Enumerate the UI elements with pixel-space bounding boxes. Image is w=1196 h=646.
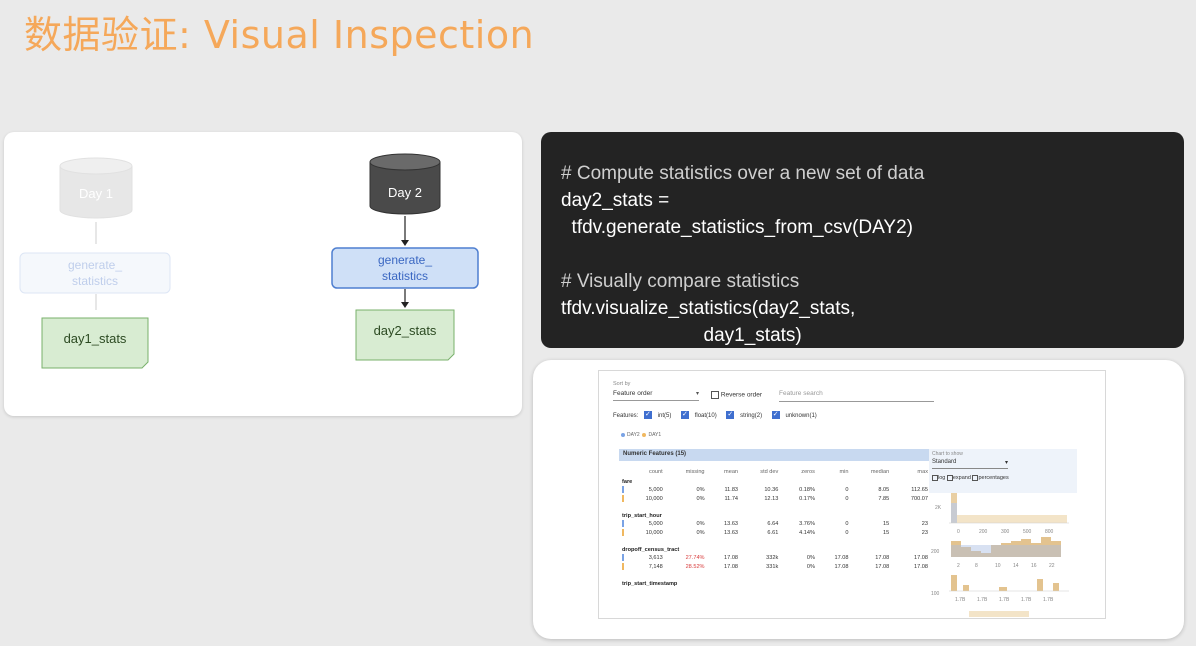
chevron-down-icon: ▾ <box>695 391 699 397</box>
day2-generate-statistics-box <box>331 247 479 289</box>
expand-checkbox[interactable]: expand <box>946 475 971 481</box>
filter-unknown[interactable]: unknown(1) <box>771 410 821 419</box>
trip-start-hour-histogram: 2 8 10 14 16 22 <box>951 537 1061 569</box>
slide-title: 数据验证: Visual Inspection <box>24 13 535 57</box>
sort-by-select[interactable]: Feature order ▾ <box>613 390 699 401</box>
svg-text:generate_: generate_ <box>68 258 122 272</box>
day1-generate-statistics-box <box>19 252 171 294</box>
svg-text:200: 200 <box>931 549 940 555</box>
day2-database-icon <box>369 162 441 215</box>
code-line-generate: tfdv.generate_statistics_from_csv(DAY2) <box>561 217 913 238</box>
feature-histograms: 2K 200 100 0 200 300 500 800 <box>931 493 1069 617</box>
reverse-order-checkbox[interactable]: Reverse order <box>711 391 762 399</box>
svg-text:1.7B: 1.7B <box>1043 597 1054 603</box>
dropoff-census-tract-histogram: 1.7B 1.7B 1.7B 1.7B 1.7B <box>949 575 1069 617</box>
day2-stats-output <box>355 309 455 361</box>
chart-options: log expand percentages <box>932 475 1009 481</box>
sort-by-label: Sort by <box>613 381 631 387</box>
code-line-visualize-arg: day1_stats) <box>561 325 802 346</box>
filter-float[interactable]: float(10) <box>681 410 721 419</box>
facets-screenshot-card: Sort by Feature order ▾ Reverse order Fe… <box>533 360 1184 639</box>
facets-overview: Sort by Feature order ▾ Reverse order Fe… <box>598 370 1106 619</box>
svg-text:16: 16 <box>1031 563 1037 569</box>
series-legend: DAY2 DAY1 <box>621 432 661 438</box>
svg-text:2K: 2K <box>935 505 942 511</box>
log-checkbox[interactable]: log <box>932 475 945 481</box>
filter-string[interactable]: string(2) <box>726 410 766 419</box>
code-line-visualize: tfdv.visualize_statistics(day2_stats, <box>561 298 856 319</box>
code-snippet: # Compute statistics over a new set of d… <box>541 132 1184 348</box>
feature-type-filters: Features: int(5) float(10) string(2) unk… <box>613 410 825 419</box>
code-comment-compare: # Visually compare statistics <box>561 271 800 292</box>
day1-database-icon <box>59 166 133 219</box>
day1-db-label: Day 1 <box>79 186 113 201</box>
chart-to-show-label: Chart to show <box>932 451 963 457</box>
feature-name: fare <box>622 479 633 485</box>
svg-text:8: 8 <box>975 563 978 569</box>
chart-to-show-select[interactable]: Standard▾ <box>932 459 1008 469</box>
svg-text:1.7B: 1.7B <box>999 597 1010 603</box>
svg-text:day1_stats: day1_stats <box>64 331 127 346</box>
day1-stats-output: day1_stats <box>41 317 149 369</box>
day2-db-label: Day 2 <box>388 185 422 200</box>
svg-text:1.7B: 1.7B <box>955 597 966 603</box>
svg-text:1.7B: 1.7B <box>977 597 988 603</box>
day2-pipeline: Day 2 generate_ statistics day2_stats <box>331 153 479 361</box>
svg-text:generate_: generate_ <box>378 253 432 267</box>
svg-text:2: 2 <box>957 563 960 569</box>
fare-histogram: 0 200 300 500 800 <box>949 493 1069 535</box>
feature-name: trip_start_timestamp <box>622 581 678 587</box>
svg-text:14: 14 <box>1013 563 1019 569</box>
svg-text:statistics: statistics <box>72 274 118 288</box>
feature-search-input[interactable]: Feature search <box>779 390 934 402</box>
code-comment-compute: # Compute statistics over a new set of d… <box>561 163 925 184</box>
svg-text:1.7B: 1.7B <box>1021 597 1032 603</box>
numeric-features-header: Numeric Features (15) <box>619 449 929 461</box>
feature-name: trip_start_hour <box>622 513 662 519</box>
svg-text:22: 22 <box>1049 563 1055 569</box>
feature-name: dropoff_census_tract <box>622 547 680 553</box>
svg-text:200: 200 <box>979 529 988 535</box>
svg-text:0: 0 <box>957 529 960 535</box>
svg-text:500: 500 <box>1023 529 1032 535</box>
percentages-checkbox[interactable]: percentages <box>972 475 1009 481</box>
svg-text:10: 10 <box>995 563 1001 569</box>
svg-text:day2_stats: day2_stats <box>374 323 437 338</box>
day1-pipeline: Day 1 generate_ statistics <box>19 157 171 310</box>
svg-text:100: 100 <box>931 591 940 597</box>
code-line-assign: day2_stats = <box>561 190 670 211</box>
filter-int[interactable]: int(5) <box>644 410 675 419</box>
pipeline-diagram: Day 1 generate_ statistics day1_stats Da… <box>19 153 479 369</box>
pipeline-diagram-card: Day 1 generate_ statistics day1_stats Da… <box>4 132 522 416</box>
svg-text:300: 300 <box>1001 529 1010 535</box>
svg-text:statistics: statistics <box>382 269 428 283</box>
svg-text:800: 800 <box>1045 529 1054 535</box>
